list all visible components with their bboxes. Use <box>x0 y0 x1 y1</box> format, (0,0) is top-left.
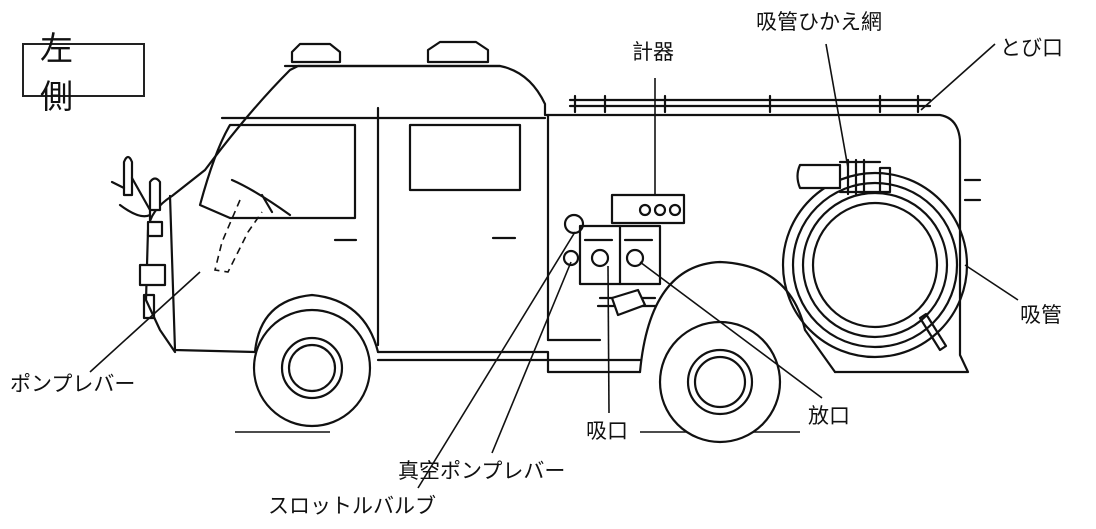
leader-intake <box>607 265 610 414</box>
meter-panel <box>610 193 686 225</box>
side-title-box: 左 側 <box>22 29 145 116</box>
leader-discharge <box>639 261 823 399</box>
rear-wheel <box>658 320 782 444</box>
throttle-knob <box>563 213 585 235</box>
label-nozzle-port: とび口 <box>1000 36 1063 60</box>
roof-rail <box>568 94 932 114</box>
front-wheel <box>252 308 372 428</box>
label-pump-lever: ポンプレバー <box>10 372 136 396</box>
leader-pump-lever <box>89 271 201 373</box>
leader-nozzle-port <box>920 43 996 111</box>
label-throttle: スロットルバルブ <box>268 494 436 518</box>
intake-valve <box>590 248 610 268</box>
vacuum-knob <box>562 249 580 267</box>
windshield <box>198 123 357 220</box>
rear-window <box>408 123 522 192</box>
discharge-valve <box>625 248 645 268</box>
cab-outline <box>144 64 550 354</box>
suction-pipe-coil <box>781 171 969 359</box>
leader-vacuum <box>491 261 572 454</box>
intake-coupling <box>610 288 647 317</box>
rear-arch <box>638 260 837 374</box>
label-meter: 計器 <box>632 40 674 64</box>
label-vacuum-lever: 真空ポンプレバー <box>398 459 566 483</box>
label-discharge: 放口 <box>808 404 850 428</box>
steering-wheel <box>230 178 292 217</box>
label-suction-pipe: 吸管 <box>1020 303 1062 327</box>
leader-throttle <box>417 231 576 489</box>
label-intake-net: 吸管ひかえ網 <box>756 10 882 34</box>
leader-intake-net <box>825 43 849 169</box>
beacon-lights <box>283 40 502 68</box>
front-arch <box>253 293 380 354</box>
leader-suction-pipe <box>964 264 1019 301</box>
rear-body <box>546 113 970 374</box>
label-intake: 吸口 <box>586 419 628 443</box>
pump-lever-dashed <box>214 199 263 273</box>
suction-pipe-head <box>796 163 842 190</box>
side-title: 左 側 <box>40 29 89 116</box>
